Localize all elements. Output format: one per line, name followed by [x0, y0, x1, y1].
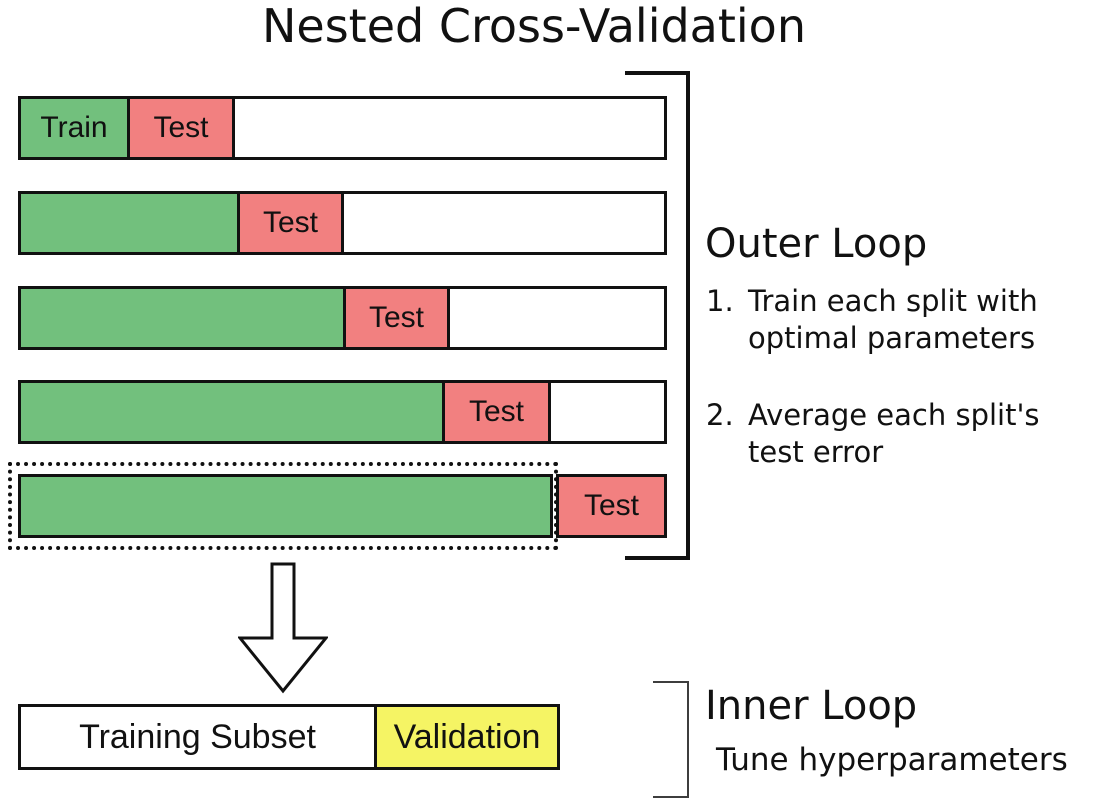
validation-label: Validation: [393, 717, 541, 756]
train-segment: Train: [21, 99, 130, 157]
split-row-1: Train Test: [18, 96, 667, 160]
inner-loop-bracket: [653, 681, 689, 798]
test-segment: Test: [445, 383, 551, 441]
train-segment: [21, 289, 346, 347]
split-row-3: Test: [18, 286, 667, 350]
test-segment-label: Test: [153, 111, 209, 144]
inner-loop-heading: Inner Loop: [705, 683, 918, 729]
outer-loop-bracket: [625, 71, 690, 560]
test-segment-label: Test: [583, 489, 640, 522]
validation-segment: Validation: [374, 707, 557, 767]
note-number: 2.: [706, 398, 734, 432]
test-segment: Test: [346, 289, 450, 347]
outer-loop-heading: Outer Loop: [705, 221, 928, 267]
test-segment: Test: [240, 194, 344, 252]
test-segment: Test: [556, 474, 667, 538]
holdout-segment: [344, 194, 664, 252]
train-segment: [21, 194, 240, 252]
diagram-title: Nested Cross-Validation: [262, 0, 806, 53]
training-subset-label: Training Subset: [79, 717, 316, 756]
inner-loop-note: Tune hyperparameters: [716, 742, 1068, 778]
test-segment-label: Test: [468, 395, 525, 428]
selected-split-highlight: [8, 462, 558, 550]
train-segment-highlighted: [18, 474, 553, 538]
training-subset-segment: Training Subset: [21, 707, 374, 767]
holdout-segment: [235, 99, 664, 157]
split-row-4: Test: [18, 380, 667, 444]
test-segment-label: Test: [262, 206, 319, 239]
down-arrow-icon: [238, 562, 328, 694]
split-row-2: Test: [18, 191, 667, 255]
test-segment-label: Test: [368, 301, 425, 334]
train-segment: [21, 383, 445, 441]
inner-loop-bar: Training Subset Validation: [18, 704, 560, 770]
note-number: 1.: [706, 284, 734, 318]
test-segment: Test: [130, 99, 235, 157]
train-segment-label: Train: [40, 111, 108, 144]
